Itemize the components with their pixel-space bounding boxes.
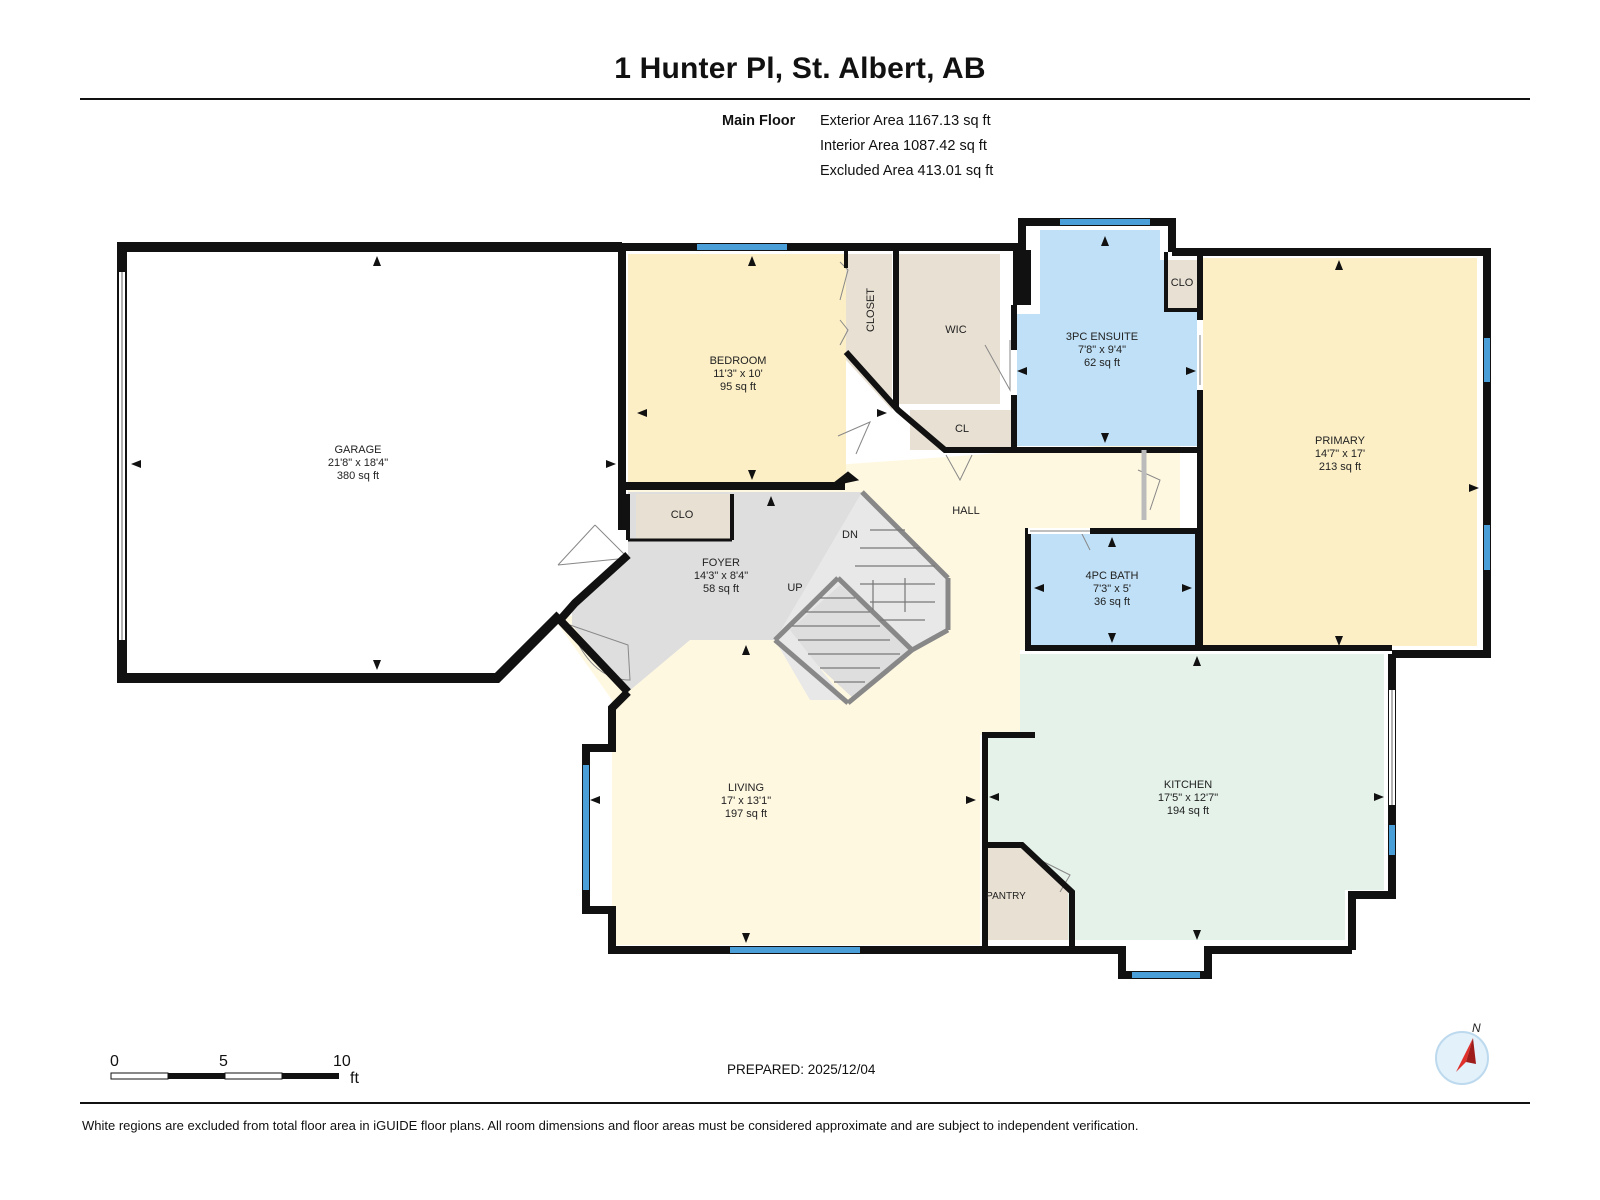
- bedroom-dims: 11'3" x 10': [713, 368, 763, 380]
- closet-fill: [846, 254, 892, 410]
- exterior-area: Exterior Area 1167.13 sq ft: [820, 113, 991, 129]
- garage-area: 380 sq ft: [337, 470, 379, 482]
- room-labels: GARAGE 21'8" x 18'4" 380 sq ft BEDROOM 1…: [328, 277, 1366, 902]
- wic-name: WIC: [945, 324, 966, 336]
- primary-dims: 14'7" x 17': [1315, 448, 1365, 460]
- bedroom-name: BEDROOM: [710, 355, 767, 367]
- kitchen-area: 194 sq ft: [1167, 805, 1209, 817]
- kitchen-name: KITCHEN: [1164, 779, 1212, 791]
- dimension-arrows: [131, 236, 1479, 943]
- bath-fill: [1028, 532, 1196, 646]
- stairs-down-label: DN: [842, 529, 858, 541]
- stairs: [773, 490, 951, 705]
- pantry-fill: [984, 845, 1068, 940]
- living-name: LIVING: [728, 782, 764, 794]
- area-lines: Exterior Area 1167.13 sq ft Interior Are…: [820, 109, 993, 184]
- stairs-up-label: UP: [787, 582, 802, 594]
- compass-icon: N: [1435, 1021, 1489, 1085]
- hall-name: HALL: [952, 505, 980, 517]
- living-fill: [612, 640, 980, 945]
- closet-name: CLOSET: [865, 288, 877, 332]
- clo-primary-fill: [1166, 260, 1198, 308]
- scale-tick-0: 0: [110, 1053, 119, 1070]
- footer-divider: [80, 1102, 1530, 1104]
- interior-area: Interior Area 1087.42 sq ft: [820, 138, 987, 154]
- ensuite-area: 62 sq ft: [1084, 357, 1120, 369]
- clo-foyer-name: CLO: [671, 509, 694, 521]
- wic-fill: [896, 254, 1000, 404]
- garage-name: GARAGE: [334, 444, 381, 456]
- primary-wall: [1172, 248, 1491, 658]
- clo-primary-name: CLO: [1171, 277, 1194, 289]
- prepared-date: PREPARED: 2025/12/04: [727, 1062, 876, 1077]
- kitchen-dims: 17'5" x 12'7": [1158, 792, 1218, 804]
- primary-name: PRIMARY: [1315, 435, 1366, 447]
- foyer-area: 58 sq ft: [703, 583, 739, 595]
- bedroom-fill: [628, 254, 846, 484]
- foyer-dims: 14'3" x 8'4": [694, 570, 748, 582]
- scale-tick-5: 5: [219, 1053, 228, 1070]
- excluded-area: Excluded Area 413.01 sq ft: [820, 163, 994, 179]
- bath-area: 36 sq ft: [1094, 596, 1130, 608]
- primary-fill: [1197, 258, 1477, 646]
- ensuite-name: 3PC ENSUITE: [1066, 331, 1138, 343]
- disclaimer-text: White regions are excluded from total fl…: [82, 1118, 1139, 1133]
- pantry-name: PANTRY: [986, 891, 1026, 902]
- floor-name: Main Floor: [722, 113, 796, 129]
- doors: [557, 261, 1161, 893]
- title-divider: [80, 98, 1530, 100]
- compass-north-label: N: [1472, 1021, 1481, 1035]
- bedroom-area: 95 sq ft: [720, 381, 756, 393]
- living-dims: 17' x 13'1": [721, 795, 771, 807]
- clo-foyer-fill: [636, 494, 732, 540]
- garage-dims: 21'8" x 18'4": [328, 457, 388, 469]
- page-title: 1 Hunter Pl, St. Albert, AB: [614, 52, 986, 85]
- living-area: 197 sq ft: [725, 808, 767, 820]
- stair-outline: [775, 492, 948, 700]
- ensuite-fill: [1014, 230, 1197, 446]
- bath-name: 4PC BATH: [1086, 570, 1139, 582]
- garage-wall: [117, 242, 622, 683]
- cl-name: CL: [955, 423, 969, 435]
- primary-area: 213 sq ft: [1319, 461, 1361, 473]
- bath-dims: 7'3" x 5': [1093, 583, 1131, 595]
- foyer-name: FOYER: [702, 557, 740, 569]
- cl-fill: [910, 410, 1014, 450]
- scale-bar: 0 5 10 ft: [110, 1053, 359, 1087]
- scale-unit: ft: [350, 1070, 359, 1087]
- windows: [583, 219, 1490, 978]
- scale-tick-10: 10: [333, 1053, 351, 1070]
- kitchen-fill: [984, 654, 1384, 940]
- ensuite-dims: 7'8" x 9'4": [1078, 344, 1126, 356]
- walls: [117, 218, 1491, 979]
